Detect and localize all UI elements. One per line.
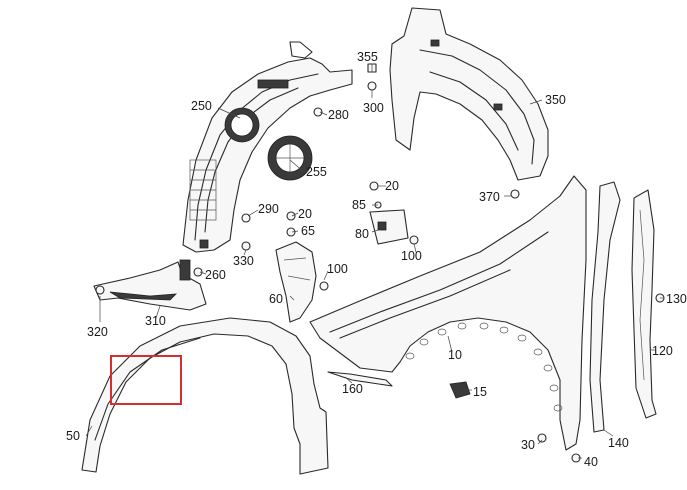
trim-strip-part-140 — [589, 181, 621, 433]
callout-260: 260 — [205, 268, 226, 282]
callout-350: 350 — [545, 93, 566, 107]
callout-320: 320 — [87, 325, 108, 339]
wheel-arch-moulding-part-50 — [81, 317, 329, 475]
callout-50: 50 — [66, 429, 80, 443]
callout-40: 40 — [584, 455, 598, 469]
callout-250: 250 — [191, 99, 212, 113]
callout-310: 310 — [145, 314, 166, 328]
seal-strip-part-120 — [631, 189, 657, 419]
bracket-part-60 — [275, 241, 317, 323]
callout-280: 280 — [328, 108, 349, 122]
strip-part-160 — [327, 371, 393, 387]
callout-85: 85 — [352, 198, 366, 212]
callout-140: 140 — [608, 436, 629, 450]
callout-labels: 250 280 355 300 350 255 20 85 370 290 20… — [66, 50, 687, 469]
bracket-part-80 — [369, 209, 409, 245]
callout-330: 330 — [233, 254, 254, 268]
callout-20a: 20 — [385, 179, 399, 193]
callout-100a: 100 — [401, 249, 422, 263]
callout-130: 130 — [666, 292, 687, 306]
callout-20b: 20 — [298, 207, 312, 221]
callout-10: 10 — [448, 348, 462, 362]
callout-30: 30 — [521, 438, 535, 452]
leader-lines — [85, 64, 664, 459]
wheel-liner-front-part — [182, 41, 353, 253]
callout-355: 355 — [357, 50, 378, 64]
callout-80: 80 — [355, 227, 369, 241]
callout-15: 15 — [473, 385, 487, 399]
callout-370: 370 — [479, 190, 500, 204]
highlight-box — [110, 355, 182, 405]
callout-60: 60 — [269, 292, 283, 306]
clip-part-15 — [449, 381, 471, 399]
callout-255: 255 — [306, 165, 327, 179]
callout-290: 290 — [258, 202, 279, 216]
callout-100b: 100 — [327, 262, 348, 276]
wheel-liner-rear-part — [389, 7, 549, 181]
callout-300: 300 — [363, 101, 384, 115]
callout-120: 120 — [652, 344, 673, 358]
fender-part-10 — [309, 175, 587, 451]
callout-160: 160 — [342, 382, 363, 396]
flange-holes — [405, 322, 563, 412]
bracket-part-310 — [93, 259, 207, 311]
callout-65: 65 — [301, 224, 315, 238]
